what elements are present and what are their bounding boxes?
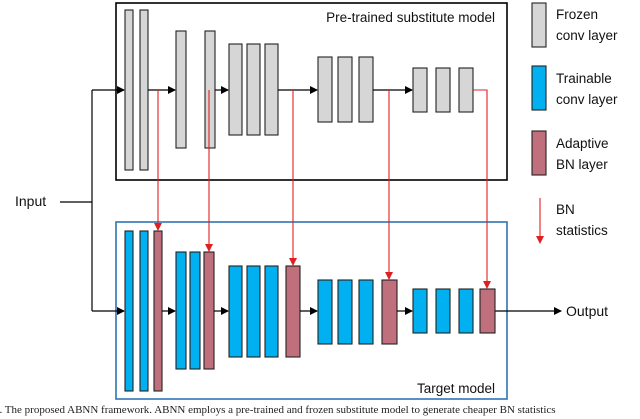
frozen-conv-layer: [204, 30, 216, 149]
frozen-conv-layer: [124, 9, 134, 171]
adaptive-bn-layer: [381, 279, 398, 345]
adaptive-bn-layer: [203, 251, 215, 370]
trainable-conv-layer: [175, 251, 187, 370]
legend-frozen-swatch: [531, 2, 547, 48]
legend-frozen-line2: conv layer: [556, 28, 618, 43]
trainable-conv-layer: [246, 265, 261, 358]
bn-statistics-arrows: [154, 89, 491, 289]
figure-caption-text: 2. The proposed ABNN framework. ABNN emp…: [0, 404, 556, 416]
frozen-conv-layer: [175, 30, 187, 149]
trainable-conv-layer: [337, 279, 353, 345]
frozen-conv-layer: [435, 67, 451, 113]
legend-frozen-line1: Frozen: [556, 7, 598, 22]
frozen-conv-layer: [228, 43, 243, 136]
legend-bn-line1: Adaptive: [556, 136, 609, 151]
target-box-title: Target model: [417, 381, 495, 396]
frozen-conv-layer: [139, 9, 149, 171]
legend-trainable-swatch: [531, 65, 547, 111]
adaptive-bn-layer: [479, 288, 496, 334]
adaptive-bn-layer: [285, 265, 301, 358]
trainable-conv-layer: [228, 265, 243, 358]
trainable-conv-layer: [435, 288, 451, 334]
substitute-model-box: [115, 2, 508, 181]
trainable-conv-layer: [264, 265, 279, 358]
legend-bn-swatch: [531, 130, 547, 176]
legend-bn-line2: BN layer: [556, 157, 608, 172]
frozen-conv-layer: [264, 43, 279, 136]
output-label: Output: [566, 303, 608, 319]
legend-trainable-line2: conv layer: [556, 92, 618, 107]
substitute-layers: [124, 9, 474, 171]
legend-trainable-line1: Trainable: [556, 71, 612, 86]
trainable-conv-layer: [358, 279, 374, 345]
legend-statistics-line2: statistics: [556, 223, 608, 238]
frozen-conv-layer: [337, 56, 353, 123]
frozen-conv-layer: [458, 67, 474, 113]
trainable-conv-layer: [124, 230, 134, 392]
legend-statistics-line1: BN: [556, 202, 575, 217]
frozen-conv-layer: [246, 43, 261, 136]
frozen-conv-layer: [317, 56, 333, 123]
target-layers: [124, 230, 496, 392]
figure-caption: 2. The proposed ABNN framework. ABNN emp…: [0, 404, 640, 419]
trainable-conv-layer: [139, 230, 149, 392]
frozen-conv-layer: [358, 56, 374, 123]
bn-statistics-arrow: [473, 89, 491, 289]
legend: Frozen conv layer Trainable conv layer A…: [531, 2, 618, 244]
adaptive-bn-layer: [153, 230, 163, 392]
trainable-conv-layer: [317, 279, 333, 345]
trainable-conv-layer: [412, 288, 428, 334]
substitute-box-title: Pre-trained substitute model: [326, 10, 495, 25]
trainable-conv-layer: [189, 251, 201, 370]
frozen-conv-layer: [412, 67, 428, 113]
trainable-conv-layer: [458, 288, 474, 334]
input-label: Input: [15, 193, 46, 209]
